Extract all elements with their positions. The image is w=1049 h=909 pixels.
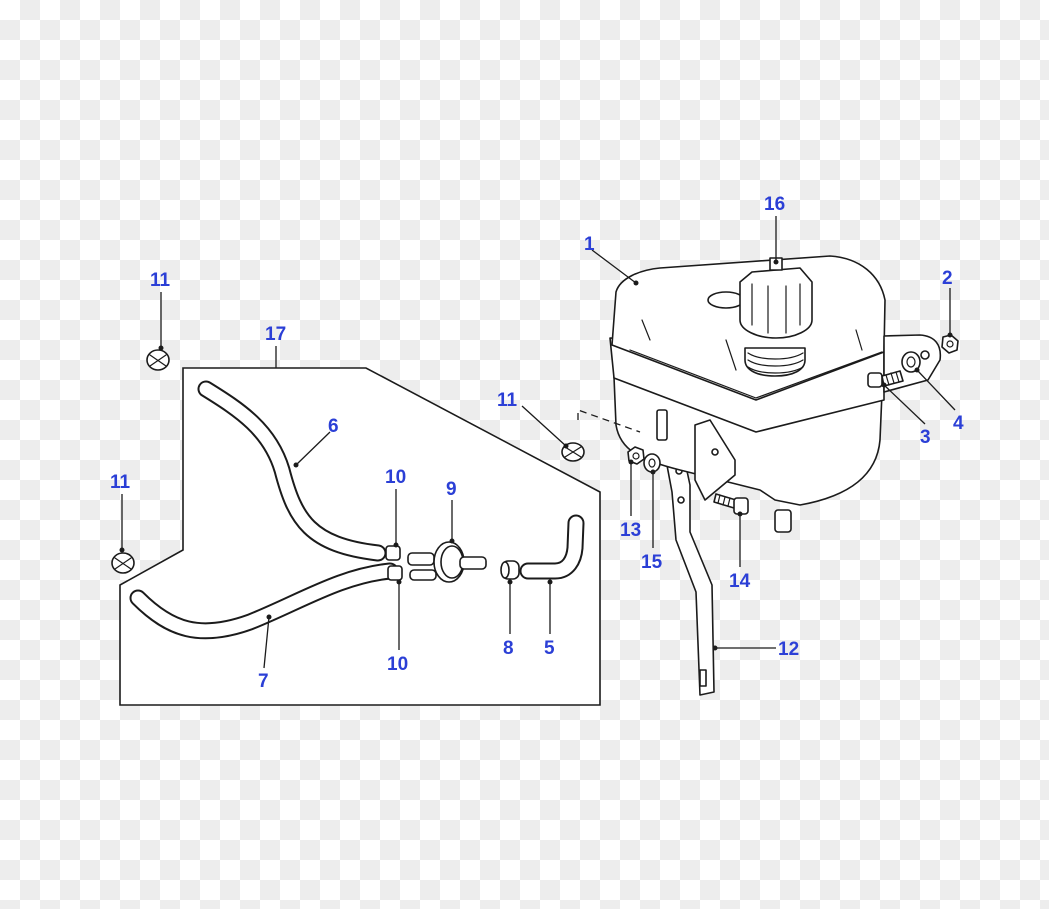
callout-10-lower: 10	[387, 654, 408, 675]
hose-7	[129, 562, 399, 640]
hose-kit-outline	[119, 367, 601, 706]
callout-8: 8	[503, 638, 514, 659]
sleeve-8	[500, 560, 520, 580]
callout-14: 14	[729, 571, 751, 592]
callout-12: 12	[778, 639, 799, 660]
callout-3: 3	[920, 427, 931, 448]
hose-clip-10-lower	[387, 565, 403, 581]
callout-17: 17	[265, 324, 286, 345]
valve-9	[407, 541, 487, 583]
expansion-tank-1	[609, 255, 942, 533]
callout-11-top: 11	[150, 270, 171, 291]
hose-5	[519, 514, 585, 580]
clip-11-top	[146, 349, 170, 371]
callout-16: 16	[764, 194, 785, 215]
callout-7: 7	[258, 671, 269, 692]
assembly-guide-line	[577, 409, 641, 433]
leader-lines	[121, 249, 956, 669]
callout-10-upper: 10	[385, 467, 406, 488]
callout-2: 2	[942, 268, 953, 289]
bolt-14	[713, 493, 749, 515]
clip-11-left	[111, 552, 135, 574]
hose-clip-10-upper	[385, 545, 401, 561]
callout-9: 9	[446, 479, 457, 500]
callout-13: 13	[620, 520, 641, 541]
callout-1: 1	[584, 234, 595, 255]
callout-5: 5	[544, 638, 555, 659]
callout-11-left: 11	[110, 472, 131, 493]
leader-dots	[119, 259, 953, 651]
callout-11-middle: 11	[497, 390, 518, 411]
callout-6: 6	[328, 416, 339, 437]
washer-4	[901, 351, 921, 373]
washer-15	[643, 453, 661, 473]
callout-4: 4	[953, 413, 964, 434]
nut-2	[941, 334, 959, 354]
hose-6	[197, 380, 387, 562]
callout-15: 15	[641, 552, 663, 573]
